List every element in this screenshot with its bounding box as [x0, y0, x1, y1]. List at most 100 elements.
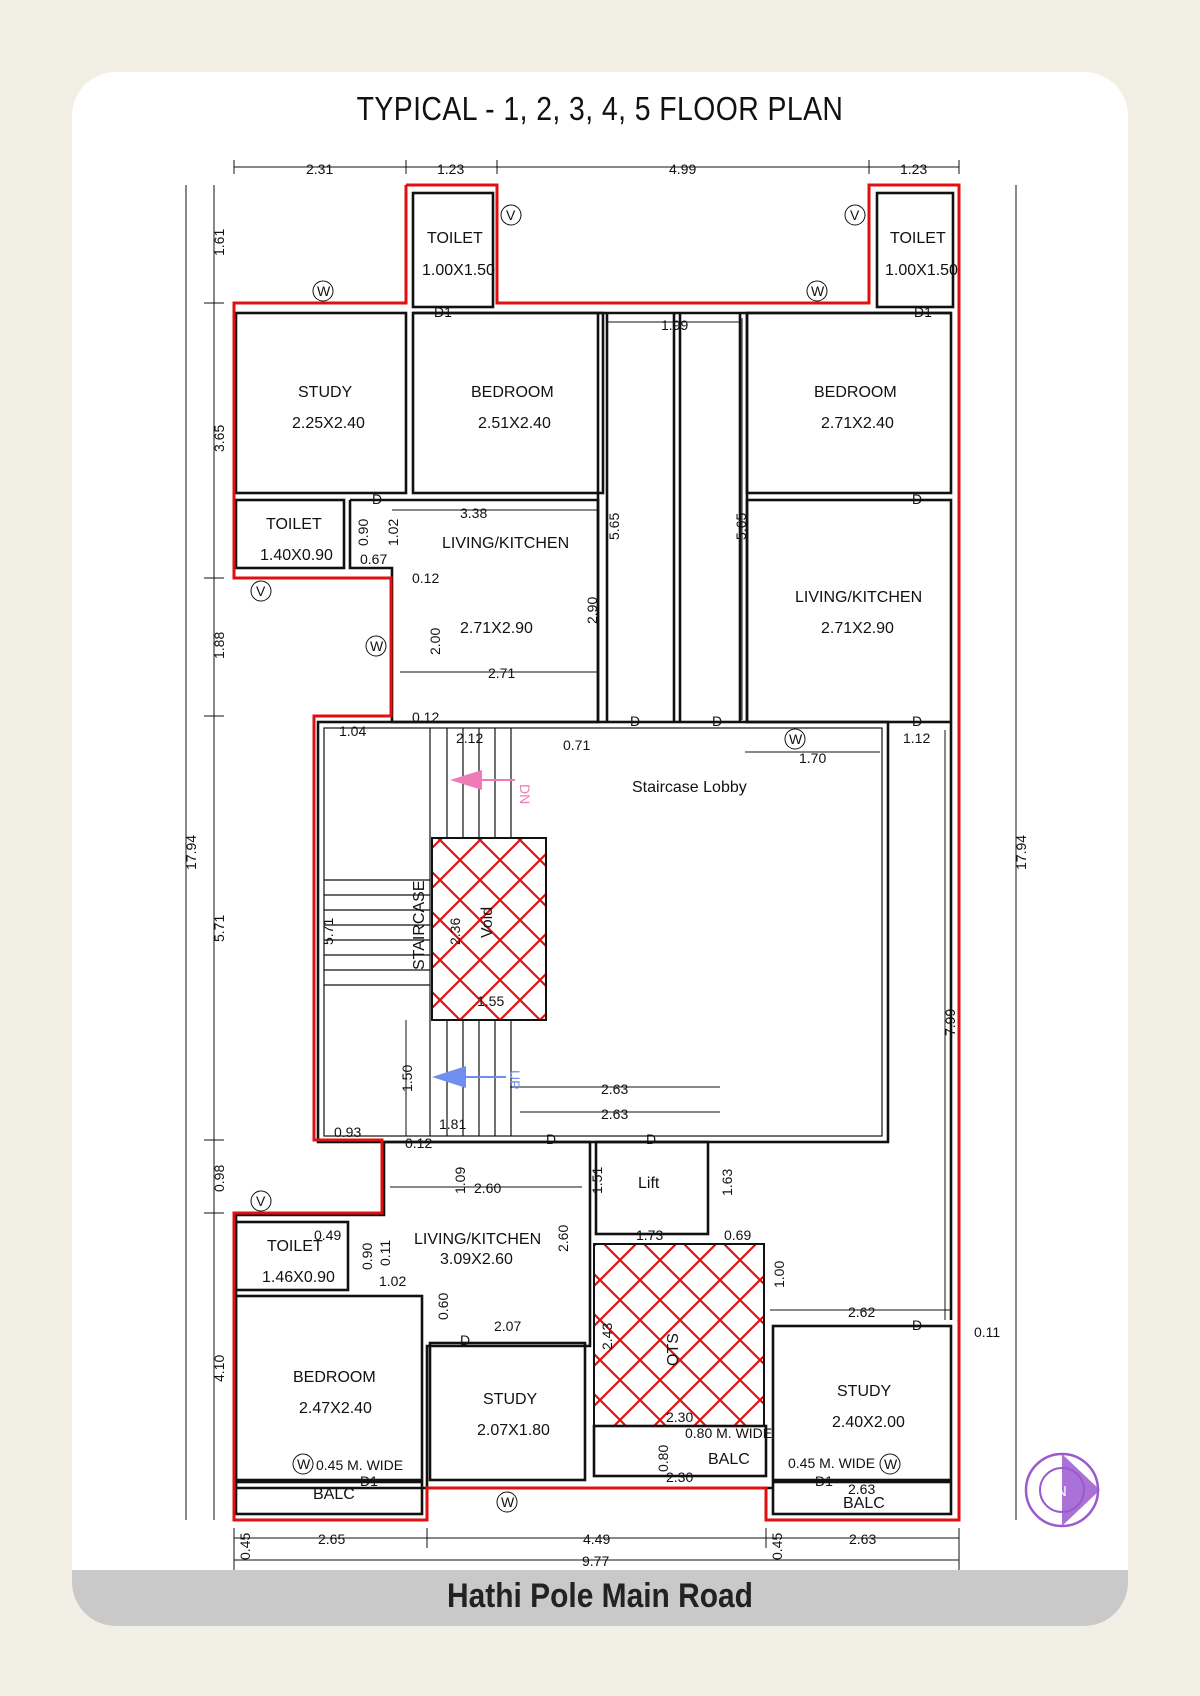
room-name: BALC [313, 1486, 355, 1503]
dim-text: 17.94 [1013, 835, 1029, 870]
ventilator-marker: V [850, 207, 860, 223]
dim-text: 0.93 [334, 1124, 361, 1140]
dim-text: 1.55 [477, 993, 504, 1009]
dim-text: 2.65 [318, 1531, 345, 1547]
room-name: BEDROOM [814, 384, 897, 401]
door-marker: D [912, 713, 922, 729]
dim-text: 0.60 [435, 1293, 451, 1320]
dim-text: 4.99 [669, 161, 696, 177]
room-name: Lift [638, 1175, 660, 1192]
svg-text:N: N [1056, 1483, 1067, 1500]
room-size: 2.07X1.80 [477, 1422, 550, 1439]
room-size: 2.51X2.40 [478, 415, 551, 432]
dim-text: 1.12 [903, 730, 930, 746]
dim-text: 2.63 [601, 1081, 628, 1097]
dim-text: 1.02 [385, 519, 401, 546]
opening-markers: V V W W V W W V W W W D1 D1 D D D D D D … [250, 204, 932, 1513]
dim-text: 1.00 [771, 1261, 787, 1288]
up-arrow [432, 1066, 506, 1088]
dim-text: 3.65 [211, 425, 227, 452]
dim-text: 0.45 [769, 1533, 785, 1560]
room-size: 2.25X2.40 [292, 415, 365, 432]
dim-text: 1.88 [211, 632, 227, 659]
window-marker: W [789, 731, 803, 747]
dim-text: 2.30 [666, 1469, 693, 1485]
room-name: OTS [665, 1333, 682, 1366]
room-name: TOILET [427, 230, 483, 247]
ots-hatch [593, 1243, 765, 1427]
dim-text: 17.94 [183, 835, 199, 870]
room-size: 1.40X0.90 [260, 547, 333, 564]
room-size: 2.71X2.90 [460, 620, 533, 637]
dim-text: 1.23 [900, 161, 927, 177]
room-name: Staircase Lobby [632, 779, 747, 796]
room-size: 2.71X2.40 [821, 415, 894, 432]
room-size: 2.47X2.40 [299, 1400, 372, 1417]
dim-text: 1.09 [452, 1167, 468, 1194]
balc-bc-walls [592, 1424, 768, 1478]
bedroom-bl-walls [234, 1294, 424, 1482]
dim-text: 1.04 [339, 723, 366, 739]
room-name: STUDY [298, 384, 353, 401]
study-br-walls [771, 1324, 953, 1482]
room-size: 3.09X2.60 [440, 1251, 513, 1268]
note-text: 0.80 M. WIDE [685, 1425, 772, 1441]
lift-walls [594, 1140, 710, 1236]
void-hatch [431, 837, 547, 1021]
dim-text: 2.90 [584, 597, 600, 624]
dim-text: 5.65 [606, 513, 622, 540]
dim-text: 2.07 [494, 1318, 521, 1334]
dim-text: 0.90 [359, 1243, 375, 1270]
dim-text: 1.02 [379, 1273, 406, 1289]
room-name: STUDY [837, 1383, 892, 1400]
door-marker: D [372, 491, 382, 507]
dimension-lines [185, 160, 1017, 1570]
window-marker: W [370, 638, 384, 654]
up-label: UP [507, 1070, 523, 1089]
plan-title: TYPICAL - 1, 2, 3, 4, 5 FLOOR PLAN [356, 90, 844, 127]
room-name: LIVING/KITCHEN [442, 535, 569, 552]
dim-text: 2.43 [599, 1323, 615, 1350]
room-size: 1.00X1.50 [885, 262, 958, 279]
room-size: 2.40X2.00 [832, 1414, 905, 1431]
door-marker: D1 [434, 304, 452, 320]
study-tl-walls [234, 311, 408, 495]
down-arrow [450, 770, 515, 790]
dim-text: 5.71 [320, 918, 336, 945]
dim-text: 7.99 [942, 1009, 958, 1036]
dim-text: 0.12 [405, 1135, 432, 1151]
room-name: TOILET [267, 1238, 323, 1255]
dim-text: 2.63 [848, 1481, 875, 1497]
dim-text: 2.12 [456, 730, 483, 746]
dim-text: 1.61 [211, 229, 227, 256]
room-size: 1.46X0.90 [262, 1269, 335, 1286]
balc-br-walls [771, 1480, 953, 1516]
north-icon: N [1024, 1452, 1100, 1528]
balc-bl-walls [234, 1480, 424, 1516]
room-name: BALC [843, 1495, 885, 1512]
dim-text: 2.36 [447, 918, 463, 945]
road-label: Hathi Pole Main Road [447, 1577, 753, 1615]
toilet-ml-walls [234, 498, 346, 570]
dn-label: DN [517, 784, 533, 804]
window-marker: W [317, 283, 331, 299]
dim-text: 5.71 [211, 915, 227, 942]
dim-text: 2.63 [849, 1531, 876, 1547]
door-marker: D1 [815, 1473, 833, 1489]
dim-text: 2.60 [555, 1225, 571, 1252]
room-name: STUDY [483, 1391, 538, 1408]
plot-boundary [232, 183, 961, 1522]
dim-text: 2.63 [601, 1106, 628, 1122]
dim-text: 4.10 [211, 1355, 227, 1382]
room-name: BEDROOM [293, 1369, 376, 1386]
door-marker: D [646, 1131, 656, 1147]
room-name: TOILET [890, 230, 946, 247]
dim-text: 2.71 [488, 665, 515, 681]
room-name: STAIRCASE [411, 881, 428, 971]
dim-text: 0.11 [377, 1240, 393, 1266]
dim-text: 0.45 [237, 1533, 253, 1560]
study-bc-walls [428, 1341, 587, 1482]
room-name: BEDROOM [471, 384, 554, 401]
room-name: LIVING/KITCHEN [795, 589, 922, 606]
dim-text: 1.99 [661, 317, 688, 333]
